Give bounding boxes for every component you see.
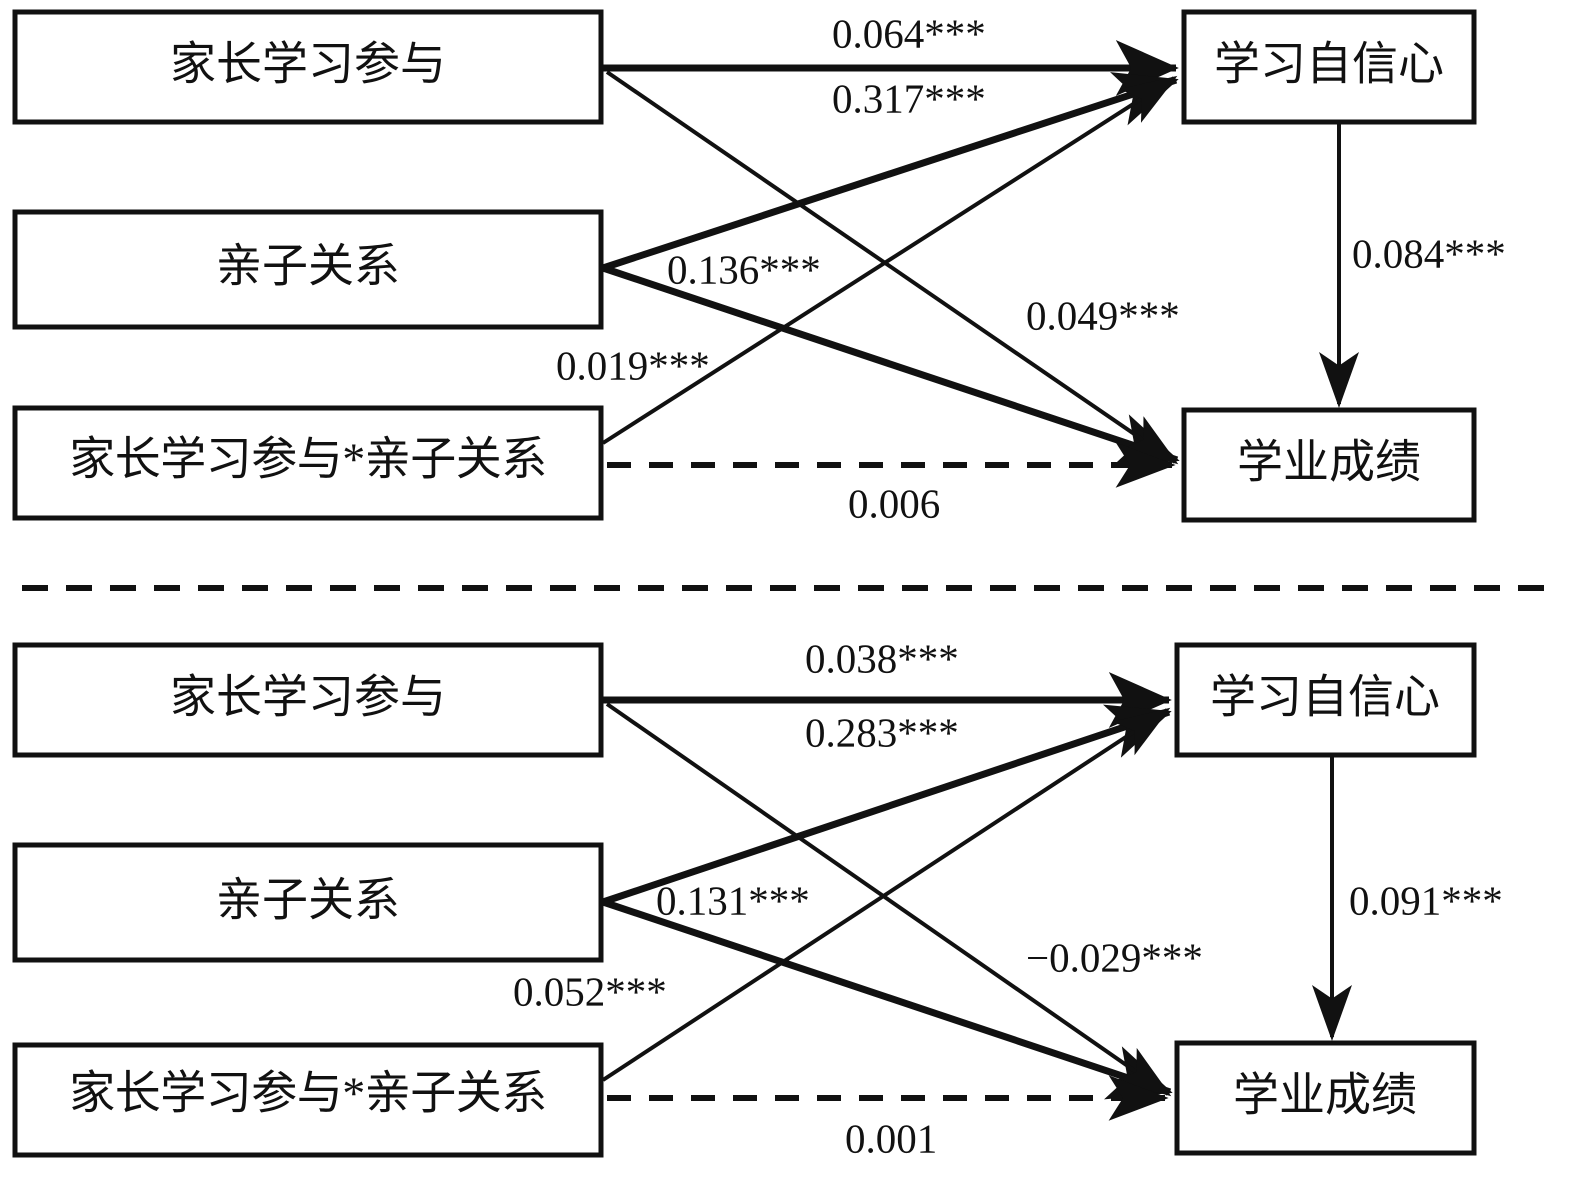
node-label: 亲子关系 (216, 241, 400, 292)
coefficient-label-lc-to-aa-bottom: 0.091*** (1349, 877, 1503, 923)
node-box (1174, 642, 1477, 758)
node-box (12, 642, 604, 758)
node-box (1181, 407, 1477, 523)
node-interaction-bottom[interactable]: 家长学习参与*亲子关系 (12, 1042, 604, 1158)
node-label: 亲子关系 (216, 875, 400, 926)
edge-parent-child-relation-to-academic-achievement (601, 264, 1180, 468)
coefficient-label-lc-to-aa-top: 0.084*** (1352, 230, 1506, 276)
node-label: 家长学习参与*亲子关系 (69, 434, 547, 485)
coefficient-label-int-to-lc-bottom: 0.052*** (513, 968, 667, 1014)
panel-bottom-edges (601, 672, 1352, 1121)
node-label: 学习自信心 (1210, 672, 1440, 723)
coefficient-label-pi-to-lc-bottom: 0.038*** (805, 635, 959, 681)
panel-bottom: 家长学习参与 亲子关系 家长学习参与*亲子关系 学习自信心 学业成绩 0.038… (12, 635, 1503, 1161)
edge-parent-child-relation-to-learning-confidence (601, 72, 1179, 272)
node-box (12, 842, 604, 963)
edge-parent-involvement-to-academic-achievement (605, 702, 1172, 1097)
node-label: 学业成绩 (1233, 1070, 1417, 1121)
coefficient-label-pi-to-lc-top: 0.064*** (832, 10, 986, 56)
node-box (12, 1042, 604, 1158)
node-academic-achievement-bottom[interactable]: 学业成绩 (1174, 1040, 1477, 1156)
node-label: 学业成绩 (1237, 437, 1421, 488)
panel-top: 家长学习参与 亲子关系 家长学习参与*亲子关系 学习自信心 学业成绩 0.064… (12, 9, 1506, 526)
edge-parent-child-relation-to-academic-achievement (601, 898, 1173, 1100)
node-box (1174, 1040, 1477, 1156)
node-parent-child-relation-bottom[interactable]: 亲子关系 (12, 842, 604, 963)
coefficient-label-pcr-to-aa-top: 0.136*** (667, 246, 821, 292)
coefficient-label-pcr-to-lc-bottom: 0.283*** (805, 709, 959, 755)
node-box (12, 405, 604, 521)
node-interaction-top[interactable]: 家长学习参与*亲子关系 (12, 405, 604, 521)
edge-parent-involvement-to-academic-achievement (605, 70, 1179, 465)
coefficient-label-pcr-to-aa-bottom: 0.131*** (656, 877, 810, 923)
coefficient-label-int-to-aa-top: 0.006 (848, 480, 940, 526)
coefficient-label-pi-to-aa-top: 0.049*** (1026, 292, 1180, 338)
panel-top-edges (601, 40, 1359, 488)
node-box (1181, 9, 1477, 125)
node-parent-involvement-top[interactable]: 家长学习参与 (12, 9, 604, 125)
node-box (12, 9, 604, 125)
node-label: 家长学习参与*亲子关系 (69, 1068, 547, 1119)
node-label: 家长学习参与 (170, 39, 446, 90)
node-academic-achievement-top[interactable]: 学业成绩 (1181, 407, 1477, 523)
node-parent-involvement-bottom[interactable]: 家长学习参与 (12, 642, 604, 758)
node-learning-confidence-top[interactable]: 学习自信心 (1181, 9, 1477, 125)
coefficient-label-pi-to-aa-bottom: −0.029*** (1026, 934, 1203, 980)
node-learning-confidence-bottom[interactable]: 学习自信心 (1174, 642, 1477, 758)
coefficient-label-int-to-lc-top: 0.019*** (556, 342, 710, 388)
edge-parent-child-relation-to-learning-confidence (601, 704, 1172, 906)
edge-interaction-to-learning-confidence (601, 75, 1178, 445)
node-parent-child-relation-top[interactable]: 亲子关系 (12, 209, 604, 330)
coefficient-label-pcr-to-lc-top: 0.317*** (832, 75, 986, 121)
node-label: 家长学习参与 (170, 672, 446, 723)
node-box (12, 209, 604, 330)
node-label: 学习自信心 (1214, 39, 1444, 90)
coefficient-label-int-to-aa-bottom: 0.001 (845, 1115, 937, 1161)
